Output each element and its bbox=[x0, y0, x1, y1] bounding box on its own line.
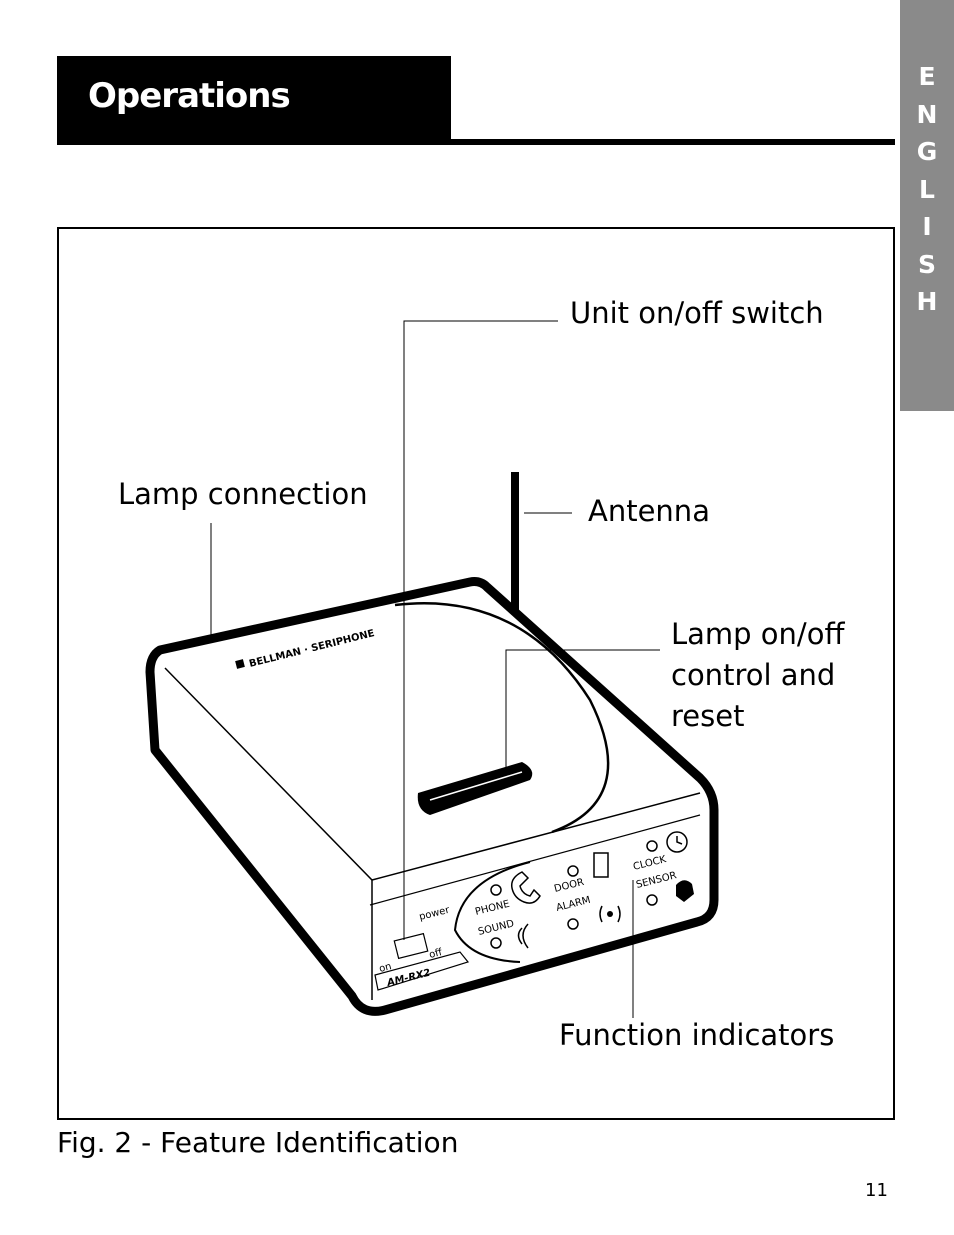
sound-icon bbox=[517, 923, 529, 949]
on-label: on bbox=[378, 961, 393, 975]
leader-unit-switch bbox=[403, 320, 558, 940]
language-letter: S bbox=[917, 249, 936, 279]
brand-logo-icon bbox=[235, 659, 245, 669]
callout-lamp-control: Lamp on/off control and reset bbox=[671, 617, 845, 733]
language-letter: L bbox=[919, 174, 935, 204]
language-letter: E bbox=[918, 62, 936, 91]
page-title: Operations bbox=[88, 76, 291, 116]
language-letter: G bbox=[916, 137, 938, 166]
door-icon bbox=[593, 852, 609, 878]
phone-icon bbox=[510, 871, 541, 904]
front-panel-curve bbox=[453, 861, 531, 963]
language-tab bbox=[900, 0, 954, 411]
top-dome-curve bbox=[394, 601, 610, 834]
phone-led bbox=[490, 884, 502, 896]
model-plate bbox=[374, 951, 470, 991]
page-number: 11 bbox=[865, 1180, 888, 1201]
clock-led bbox=[646, 840, 658, 852]
callout-lamp-connection: Lamp connection bbox=[118, 477, 368, 511]
clock-icon bbox=[666, 831, 688, 853]
language-letter: N bbox=[916, 99, 938, 129]
sound-led bbox=[490, 937, 502, 949]
alarm-led bbox=[567, 918, 579, 930]
leader-lamp-control bbox=[505, 649, 660, 770]
language-letter: H bbox=[916, 287, 938, 316]
figure-caption: Fig. 2 - Feature Identification bbox=[57, 1126, 459, 1159]
section-header-bar bbox=[57, 56, 451, 144]
door-led bbox=[567, 865, 579, 877]
alarm-icon bbox=[607, 911, 613, 917]
sensor-icon bbox=[676, 880, 694, 902]
figure-frame bbox=[57, 227, 895, 1120]
language-letter: I bbox=[922, 212, 932, 241]
off-label: off bbox=[428, 947, 444, 961]
header-rule bbox=[57, 139, 895, 145]
sensor-led bbox=[646, 894, 658, 906]
language-tab-letters: E N G L I S H bbox=[900, 58, 954, 321]
power-switch bbox=[393, 932, 429, 960]
lamp-control-bar bbox=[417, 762, 533, 815]
callout-unit-switch: Unit on/off switch bbox=[570, 296, 824, 330]
callout-antenna: Antenna bbox=[588, 494, 710, 528]
callout-function-indicators: Function indicators bbox=[559, 1018, 835, 1052]
